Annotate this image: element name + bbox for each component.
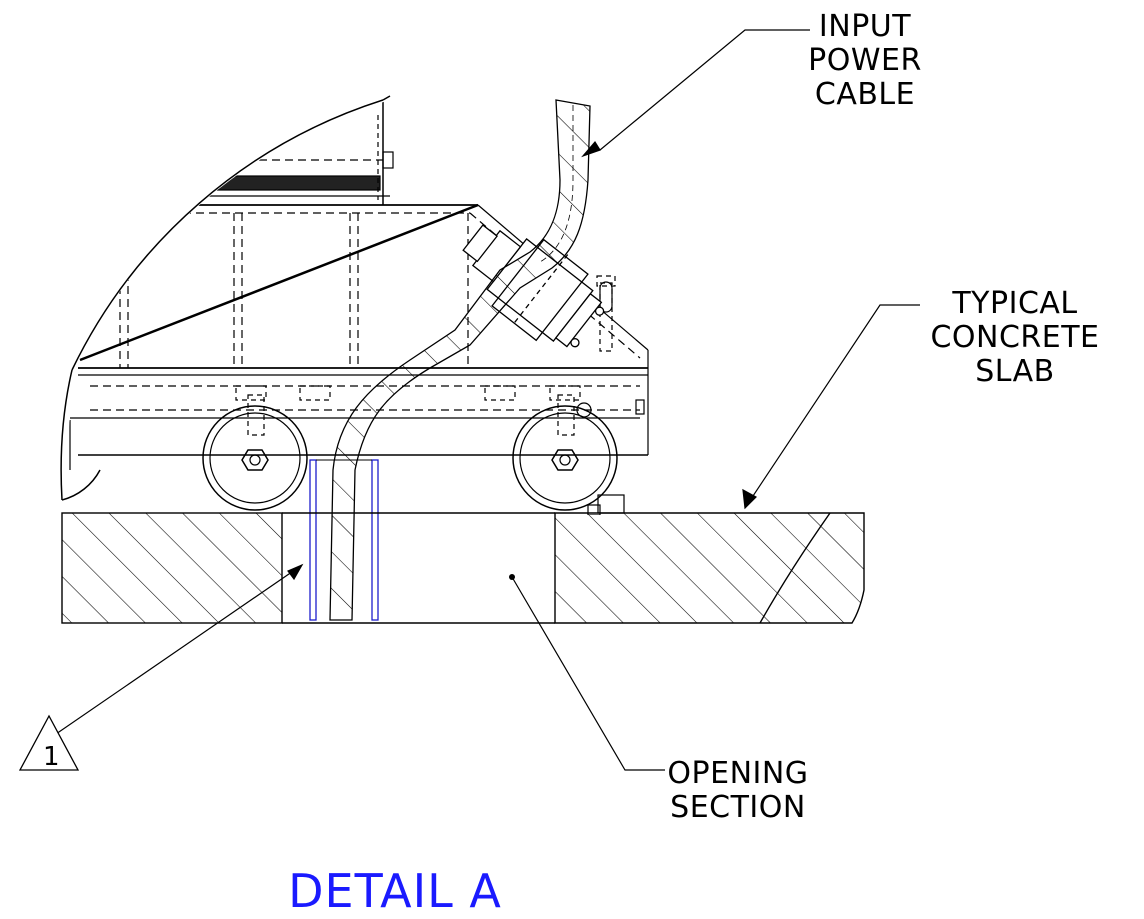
input-power-cable bbox=[329, 99, 591, 621]
label-line: CONCRETE bbox=[930, 320, 1099, 355]
label-line: SECTION bbox=[670, 790, 806, 825]
label-line: SLAB bbox=[975, 354, 1055, 389]
detail-boundary bbox=[60, 95, 391, 501]
revision-callout: 1 bbox=[18, 714, 80, 772]
label-input-power-cable: INPUT POWER CABLE bbox=[808, 9, 922, 112]
conduit-sleeve bbox=[309, 459, 379, 621]
label-line: CABLE bbox=[815, 77, 915, 112]
detail-title: DETAIL A bbox=[288, 864, 502, 918]
leader-lines bbox=[39, 29, 920, 771]
label-concrete-slab: TYPICAL CONCRETE SLAB bbox=[930, 286, 1099, 389]
concrete-slab bbox=[61, 512, 865, 624]
callout-number: 1 bbox=[43, 742, 60, 772]
label-line: TYPICAL bbox=[951, 286, 1077, 321]
label-line: INPUT bbox=[819, 9, 911, 44]
label-opening-section: OPENING SECTION bbox=[667, 756, 808, 825]
label-line: POWER bbox=[808, 43, 922, 78]
label-line: OPENING bbox=[667, 756, 808, 791]
